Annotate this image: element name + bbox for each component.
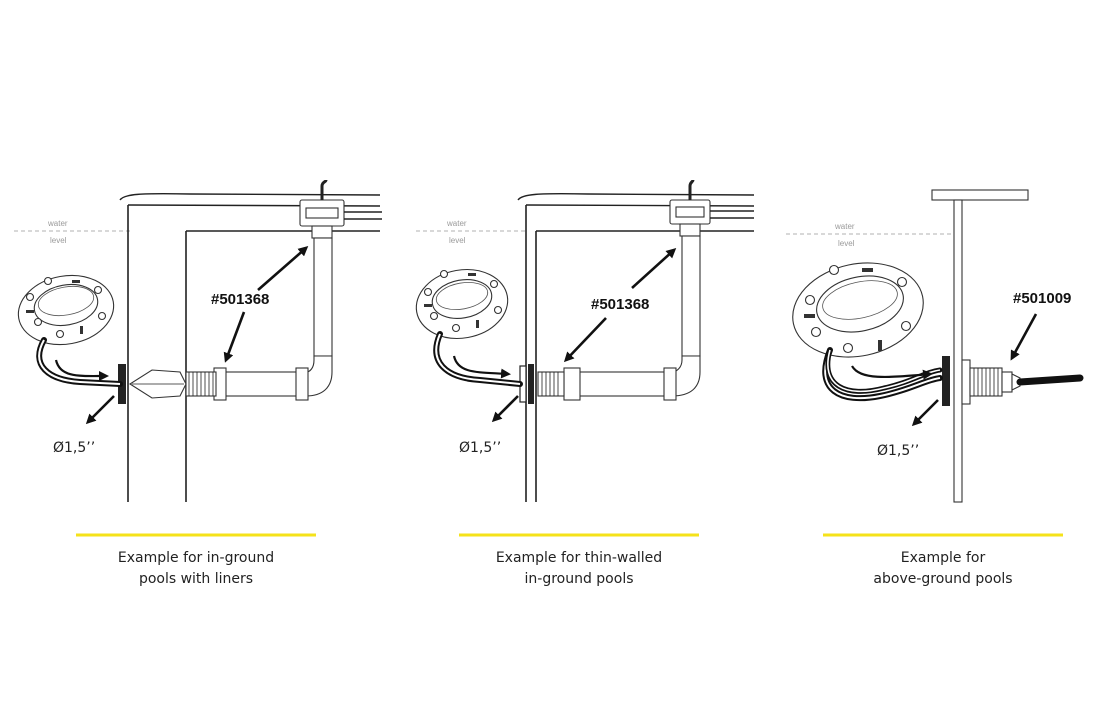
junction-box	[299, 179, 382, 227]
caption-line-1: Example for thin-walled	[495, 550, 663, 566]
part-arrow-down	[563, 317, 607, 363]
level-label: level	[50, 236, 67, 245]
lamp-cable	[36, 337, 123, 387]
pool-wall	[119, 192, 381, 502]
conduit-pipe	[563, 223, 701, 401]
diameter-arrow	[911, 399, 939, 427]
part-arrow-up	[257, 246, 309, 291]
part-arrow-down	[1010, 313, 1038, 361]
water-label: water	[834, 222, 855, 231]
caption-line-2: pools with liners	[138, 571, 254, 587]
part-arrow-down	[223, 311, 246, 363]
conduit-pipe	[213, 225, 333, 401]
panel-thin-walled: water level	[415, 179, 755, 502]
diameter-label: Ø1,5’’	[53, 440, 95, 456]
part-number-label: #501368	[591, 296, 649, 313]
part-number-label: #501368	[211, 291, 269, 308]
caption-thin-walled: Example for thin-walled in-ground pools	[449, 548, 709, 590]
threaded-fitting	[942, 356, 1021, 406]
caption-above-ground: Example for above-ground pools	[813, 548, 1073, 590]
diameter-arrow	[85, 395, 115, 425]
supply-cable	[1016, 374, 1084, 386]
diameter-arrow	[491, 395, 519, 423]
insert-arrow	[54, 359, 109, 382]
lamp-light-icon	[792, 262, 924, 358]
panel-inground-liners: water level	[14, 179, 382, 502]
caption-line-1: Example for	[900, 550, 986, 566]
panel-above-ground: water level	[786, 189, 1084, 503]
niche-fitting	[118, 364, 217, 404]
caption-line-1: Example for in-ground	[117, 550, 275, 566]
pool-wall	[517, 192, 755, 502]
diameter-label: Ø1,5’’	[459, 440, 501, 456]
niche-fitting	[519, 364, 565, 404]
lamp-light-icon	[17, 274, 115, 346]
insert-arrow	[452, 355, 511, 379]
level-label: level	[838, 239, 855, 248]
water-label: water	[446, 219, 467, 228]
caption-line-2: above-ground pools	[873, 571, 1013, 587]
lamp-cable	[433, 331, 523, 387]
part-number-label: #501009	[1013, 290, 1071, 307]
lamp-light-icon	[415, 269, 509, 339]
part-arrow-up	[631, 247, 677, 289]
level-label: level	[449, 236, 466, 245]
junction-box	[669, 179, 754, 225]
insert-arrow	[851, 365, 933, 380]
caption-inground-liners: Example for in-ground pools with liners	[66, 548, 326, 590]
diameter-label: Ø1,5’’	[877, 443, 919, 459]
water-label: water	[47, 219, 68, 228]
caption-line-2: in-ground pools	[524, 571, 634, 587]
pool-wall	[931, 189, 1029, 503]
